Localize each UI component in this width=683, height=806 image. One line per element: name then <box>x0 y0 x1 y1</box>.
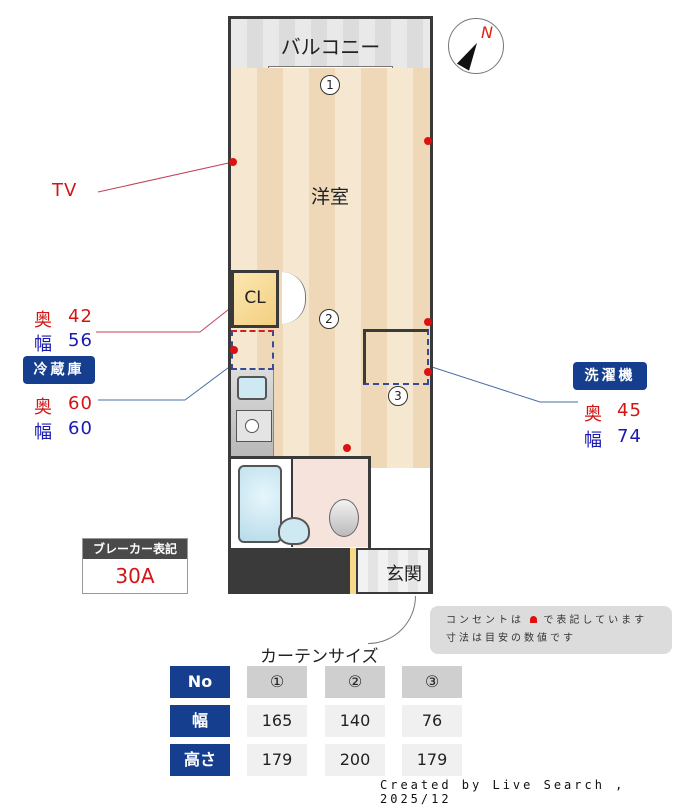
floor-plan: バルコニー 洋室 1 2 3 CL 玄関 <box>228 16 433 644</box>
curtain-marker-2: 2 <box>319 309 339 329</box>
note-line1-post: で表記しています <box>543 615 648 626</box>
entrance: 玄関 <box>356 548 430 594</box>
toilet-icon <box>329 499 359 537</box>
outlet-icon <box>229 158 237 166</box>
washer-depth-label: 奥 <box>584 404 603 425</box>
kitchen-sink-icon <box>237 376 267 400</box>
washer-width: 74 <box>617 426 642 447</box>
outlet-note: コンセントは で表記しています 寸法は目安の数値です <box>430 606 672 654</box>
outlet-icon <box>424 318 432 326</box>
table-no-2: ② <box>325 666 385 698</box>
fridge-lower-width-label: 幅 <box>34 422 53 443</box>
compass: N <box>448 18 504 74</box>
table-no-1: ① <box>247 666 307 698</box>
washer-badge: 洗濯機 <box>573 362 647 390</box>
outlet-icon <box>424 137 432 145</box>
outlet-icon <box>424 368 432 376</box>
shoe-cabinet <box>350 548 358 594</box>
entrance-label: 玄関 <box>386 564 422 585</box>
closet-label: CL <box>244 288 266 308</box>
fridge-lower-depth: 60 <box>68 393 93 414</box>
wall-left <box>228 68 231 594</box>
wall-bath-right <box>368 456 371 548</box>
curtain-size-title: カーテンサイズ <box>260 647 379 667</box>
washer-space <box>363 329 429 385</box>
table-no-3: ③ <box>402 666 462 698</box>
table-width-2: 140 <box>325 705 385 737</box>
breaker-value: 30A <box>115 564 155 588</box>
washbasin-icon <box>278 517 310 545</box>
outlet-legend-icon <box>530 616 538 623</box>
note-line1-pre: コンセントは <box>446 615 524 626</box>
washer-width-label: 幅 <box>584 430 603 451</box>
table-height-2: 200 <box>325 744 385 776</box>
stove-icon <box>236 410 272 442</box>
tv-label: TV <box>52 180 78 201</box>
fridge-upper-depth-label: 奥 <box>34 310 53 331</box>
fridge-upper-width-label: 幅 <box>34 334 53 355</box>
breaker-info: ブレーカー表記 30A <box>82 538 188 594</box>
balcony: バルコニー <box>228 16 433 68</box>
table-header-no: No <box>170 666 230 698</box>
table-width-1: 165 <box>247 705 307 737</box>
curtain-marker-1: 1 <box>320 75 340 95</box>
kitchen-unit <box>231 370 274 456</box>
fridge-upper-width: 56 <box>68 330 93 351</box>
curtain-marker-3: 3 <box>388 386 408 406</box>
western-room-label: 洋室 <box>311 186 350 208</box>
bathroom <box>231 456 371 548</box>
fridge-upper-depth: 42 <box>68 306 93 327</box>
fridge-lower-width: 60 <box>68 418 93 439</box>
credit-text: Created by Live Search , 2025/12 <box>380 778 626 806</box>
balcony-label: バルコニー <box>280 35 381 59</box>
closet: CL <box>231 270 279 328</box>
breaker-title: ブレーカー表記 <box>83 539 187 559</box>
table-height-1: 179 <box>247 744 307 776</box>
table-header-width: 幅 <box>170 705 230 737</box>
entrance-wall-block <box>228 548 350 594</box>
outlet-icon <box>343 444 351 452</box>
compass-arrow-icon <box>456 39 484 71</box>
table-header-height: 高さ <box>170 744 230 776</box>
fridge-badge: 冷蔵庫 <box>23 356 95 384</box>
compass-north-label: N <box>481 23 493 42</box>
outlet-icon <box>230 346 238 354</box>
washer-depth: 45 <box>617 400 642 421</box>
note-line2: 寸法は目安の数値です <box>446 633 576 644</box>
wall-right <box>430 68 433 594</box>
bathtub-icon <box>238 465 282 543</box>
fridge-lower-depth-label: 奥 <box>34 397 53 418</box>
table-width-3: 76 <box>402 705 462 737</box>
table-height-3: 179 <box>402 744 462 776</box>
